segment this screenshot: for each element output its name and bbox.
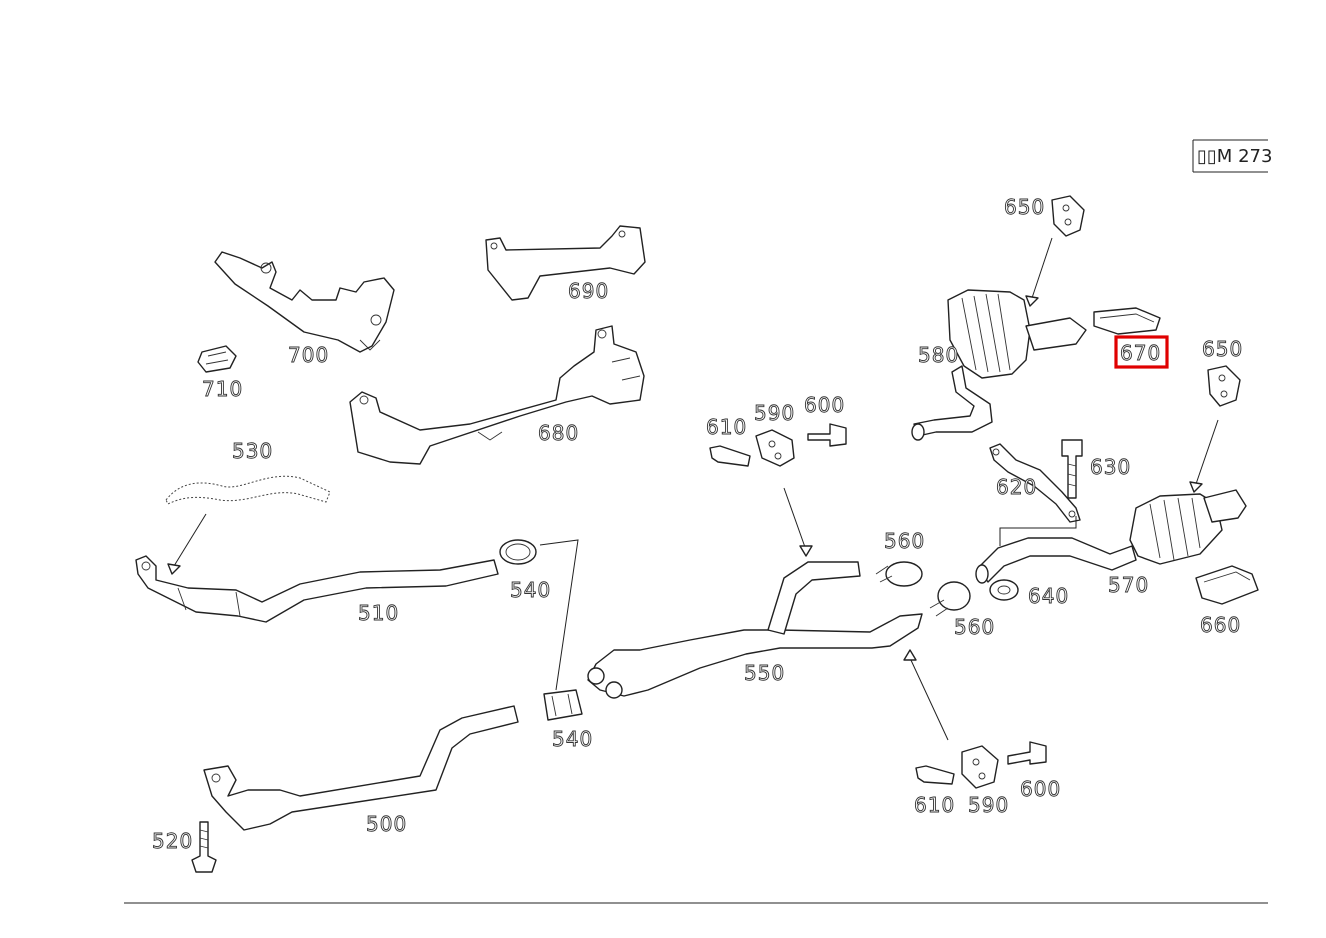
part-650-rubber-mount-upper[interactable] <box>1051 195 1085 237</box>
callout-620[interactable]: 620 <box>996 475 1037 500</box>
part-710-clip-nut[interactable] <box>197 345 237 373</box>
leader-540 <box>539 539 579 691</box>
callout-540-upper[interactable]: 540 <box>510 578 551 603</box>
part-550-intermediate-pipe[interactable] <box>587 561 923 699</box>
leader-650-lower <box>1195 419 1219 485</box>
part-600-bolt-lower[interactable] <box>1007 741 1047 765</box>
callout-690[interactable]: 690 <box>568 279 609 304</box>
part-640-grommet[interactable] <box>989 579 1019 601</box>
callout-610-upper[interactable]: 610 <box>706 415 747 440</box>
callout-550[interactable]: 550 <box>744 661 785 686</box>
part-590-rubber-mount-lower[interactable] <box>961 745 999 789</box>
part-540-clamp-upper[interactable] <box>499 539 537 565</box>
part-620-bracket[interactable] <box>989 443 1081 523</box>
part-530-oxygen-sensor[interactable] <box>165 475 331 505</box>
part-660-tailpipe-tip[interactable] <box>1195 565 1259 605</box>
callout-560-lower[interactable]: 560 <box>954 615 995 640</box>
callout-590-upper[interactable]: 590 <box>754 401 795 426</box>
part-610-bolt-lower[interactable] <box>915 765 955 785</box>
part-520-bolt[interactable] <box>191 821 217 873</box>
callout-610-lower[interactable]: 610 <box>914 793 955 818</box>
callout-630[interactable]: 630 <box>1090 455 1131 480</box>
part-590-rubber-mount-upper[interactable] <box>755 429 795 467</box>
part-630-bolt[interactable] <box>1061 439 1083 499</box>
callout-710[interactable]: 710 <box>202 377 243 402</box>
callout-590-lower[interactable]: 590 <box>968 793 1009 818</box>
callout-580[interactable]: 580 <box>918 343 959 368</box>
leader-590-lower <box>909 657 949 741</box>
part-700-bracket[interactable] <box>214 251 395 353</box>
part-600-bolt-upper[interactable] <box>807 423 847 447</box>
part-540-clamp-lower[interactable] <box>543 689 583 721</box>
part-500-front-pipe[interactable] <box>203 705 519 831</box>
highlight-box-670 <box>1114 335 1169 369</box>
part-680-crossmember[interactable] <box>349 325 645 465</box>
callout-600-lower[interactable]: 600 <box>1020 777 1061 802</box>
callout-510[interactable]: 510 <box>358 601 399 626</box>
callout-660[interactable]: 660 <box>1200 613 1241 638</box>
part-610-bolt-upper[interactable] <box>709 445 751 467</box>
callout-540-lower[interactable]: 540 <box>552 727 593 752</box>
part-650-rubber-mount-lower[interactable] <box>1207 365 1241 407</box>
part-560-clamp-lower[interactable] <box>929 581 971 617</box>
callout-640[interactable]: 640 <box>1028 584 1069 609</box>
callout-520[interactable]: 520 <box>152 829 193 854</box>
part-510-front-pipe[interactable] <box>135 555 499 623</box>
callout-560-upper[interactable]: 560 <box>884 529 925 554</box>
part-580-rear-muffler[interactable] <box>911 289 1087 441</box>
leader-530 <box>173 513 207 567</box>
leader-620 <box>999 516 1077 546</box>
part-670-tailpipe-tip[interactable] <box>1093 307 1161 335</box>
callout-500[interactable]: 500 <box>366 812 407 837</box>
part-560-clamp-upper[interactable] <box>875 561 923 587</box>
callout-530[interactable]: 530 <box>232 439 273 464</box>
callouts: 500 510 520 530 540 540 550 560 560 570 … <box>152 195 1243 854</box>
leader-650-upper <box>1031 237 1053 299</box>
reference-code: ▯▯M 273 <box>1197 146 1272 167</box>
callout-670[interactable]: 670 <box>1120 341 1161 366</box>
part-570-rear-silencer[interactable] <box>975 489 1247 584</box>
callout-650-upper[interactable]: 650 <box>1004 195 1045 220</box>
callout-570[interactable]: 570 <box>1108 573 1149 598</box>
callout-600-upper[interactable]: 600 <box>804 393 845 418</box>
leader-590-upper <box>783 487 807 551</box>
callout-650-lower[interactable]: 650 <box>1202 337 1243 362</box>
reference-box: ▯▯M 273 <box>1192 139 1272 173</box>
callout-700[interactable]: 700 <box>288 343 329 368</box>
part-690-bracket[interactable] <box>485 225 646 301</box>
callout-680[interactable]: 680 <box>538 421 579 446</box>
